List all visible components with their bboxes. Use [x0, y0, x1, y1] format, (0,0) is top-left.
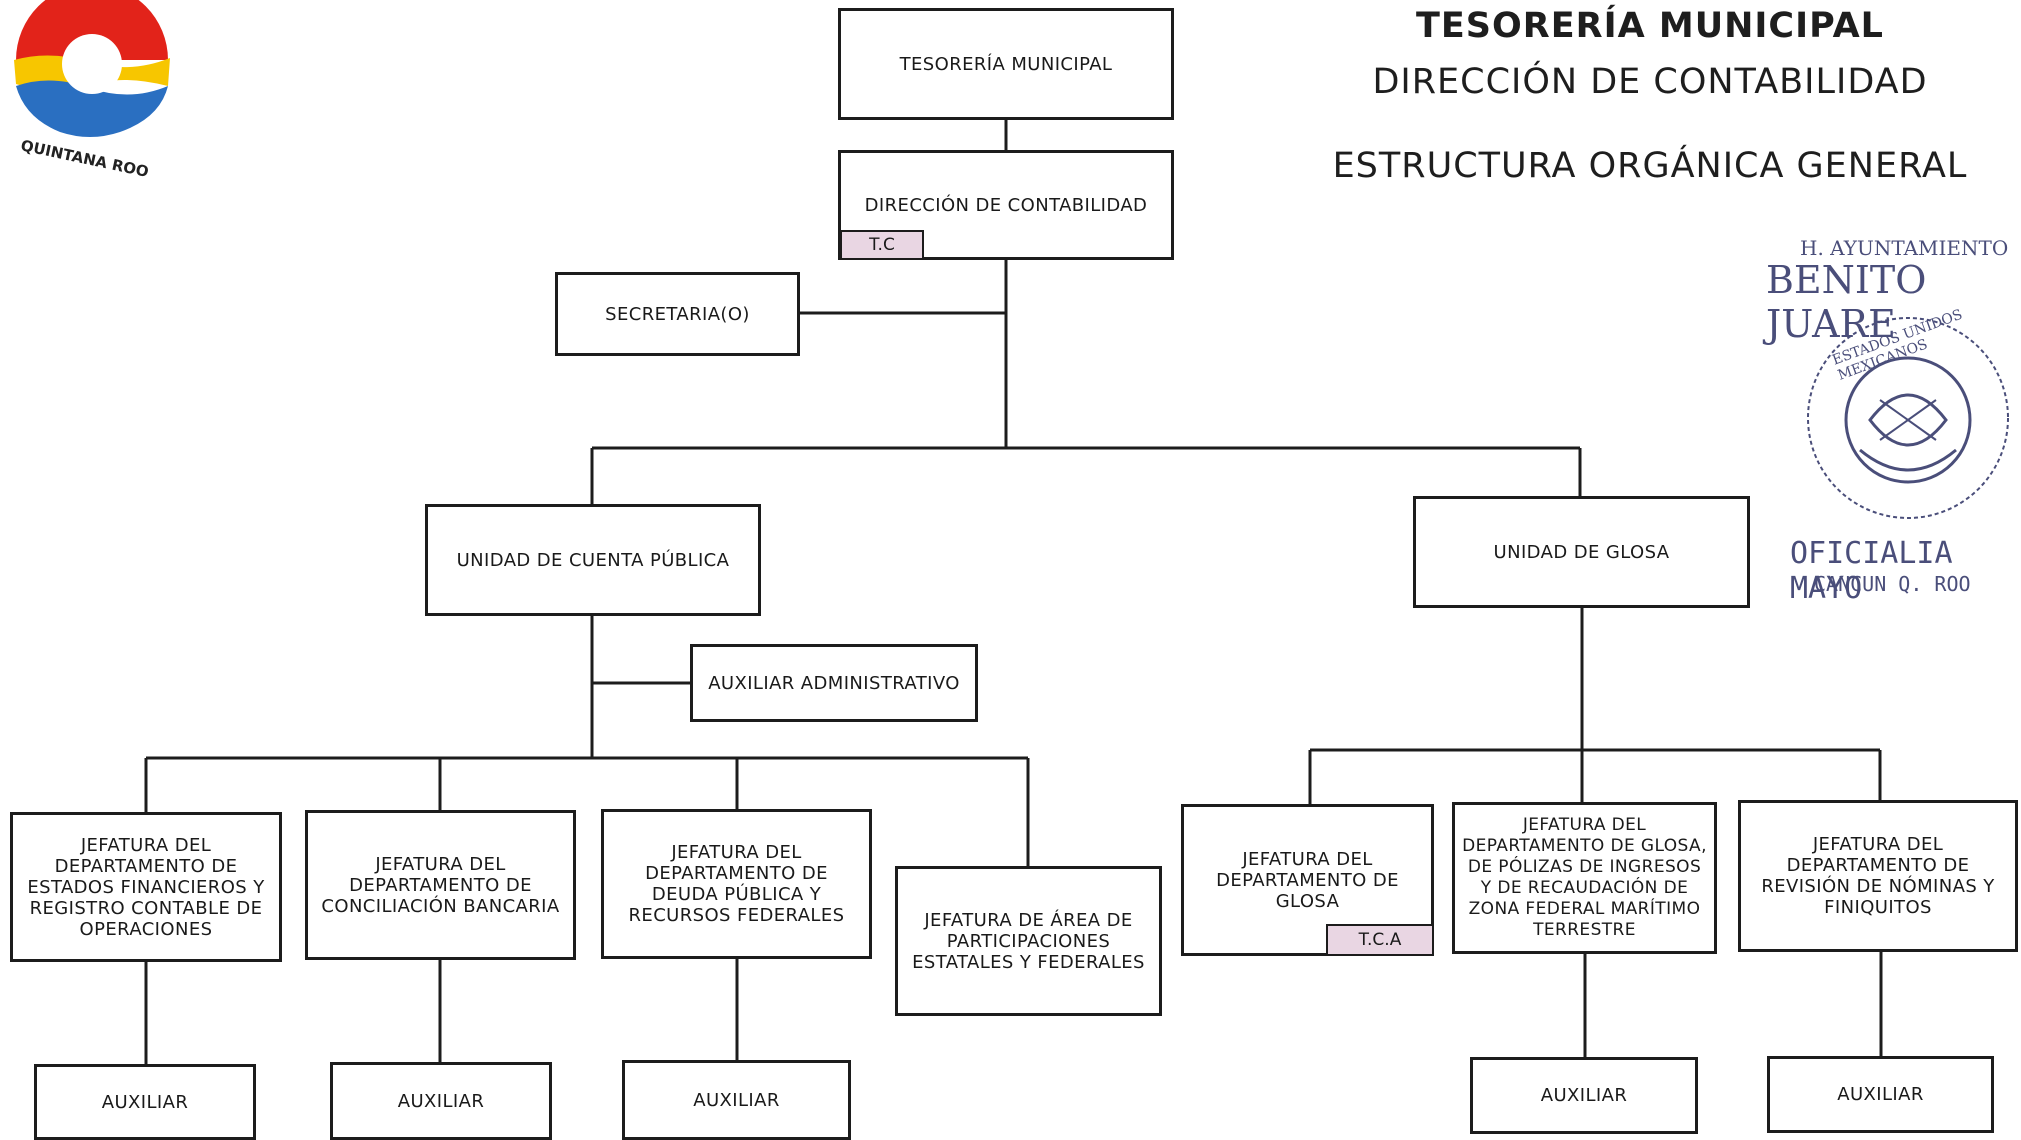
- node-participaciones: JEFATURA DE ÁREA DE PARTICIPACIONES ESTA…: [895, 866, 1162, 1016]
- node-unidad-cuenta-publica: UNIDAD DE CUENTA PÚBLICA: [425, 504, 761, 616]
- logo-text: QUINTANA ROO: [19, 136, 150, 181]
- node-conciliacion-bancaria: JEFATURA DEL DEPARTAMENTO DE CONCILIACIÓ…: [305, 810, 576, 960]
- node-secretaria: SECRETARIA(O): [555, 272, 800, 356]
- node-auxiliar-administrativo: AUXILIAR ADMINISTRATIVO: [690, 644, 978, 722]
- title-estructura: ESTRUCTURA ORGÁNICA GENERAL: [1332, 146, 1968, 186]
- node-auxiliar-polizas: AUXILIAR: [1470, 1057, 1698, 1134]
- stamp-ayuntamiento: H. AYUNTAMIENTO: [1800, 236, 2009, 260]
- node-tesoreria-municipal: TESORERÍA MUNICIPAL: [838, 8, 1174, 120]
- node-auxiliar-revision: AUXILIAR: [1767, 1056, 1994, 1133]
- node-revision-nominas: JEFATURA DEL DEPARTAMENTO DE REVISIÓN DE…: [1738, 800, 2018, 952]
- title-direccion: DIRECCIÓN DE CONTABILIDAD: [1372, 62, 1928, 102]
- badge-direccion-tc: T.C: [840, 230, 924, 260]
- node-glosa-polizas: JEFATURA DEL DEPARTAMENTO DE GLOSA, DE P…: [1452, 802, 1717, 954]
- stamp-oficialia: OFICIALIA MAYO: [1790, 536, 1953, 606]
- node-deuda-publica: JEFATURA DEL DEPARTAMENTO DE DEUDA PÚBLI…: [601, 809, 872, 959]
- title-tesoreria: TESORERÍA MUNICIPAL: [1416, 6, 1884, 46]
- stamp-cancun: CANCUN Q. ROO: [1814, 572, 1971, 596]
- node-auxiliar-estados: AUXILIAR: [34, 1064, 256, 1140]
- stamp-municipio: BENITO JUARE: [1766, 258, 1927, 346]
- node-auxiliar-conciliacion: AUXILIAR: [330, 1062, 552, 1140]
- node-auxiliar-deuda: AUXILIAR: [622, 1060, 851, 1140]
- node-estados-financieros: JEFATURA DEL DEPARTAMENTO DE ESTADOS FIN…: [10, 812, 282, 962]
- official-seal-icon: [1807, 317, 2009, 519]
- badge-depto-glosa-tca: T.C.A: [1326, 924, 1434, 956]
- municipal-logo: QUINTANA ROO: [14, 0, 170, 181]
- node-unidad-glosa: UNIDAD DE GLOSA: [1413, 496, 1750, 608]
